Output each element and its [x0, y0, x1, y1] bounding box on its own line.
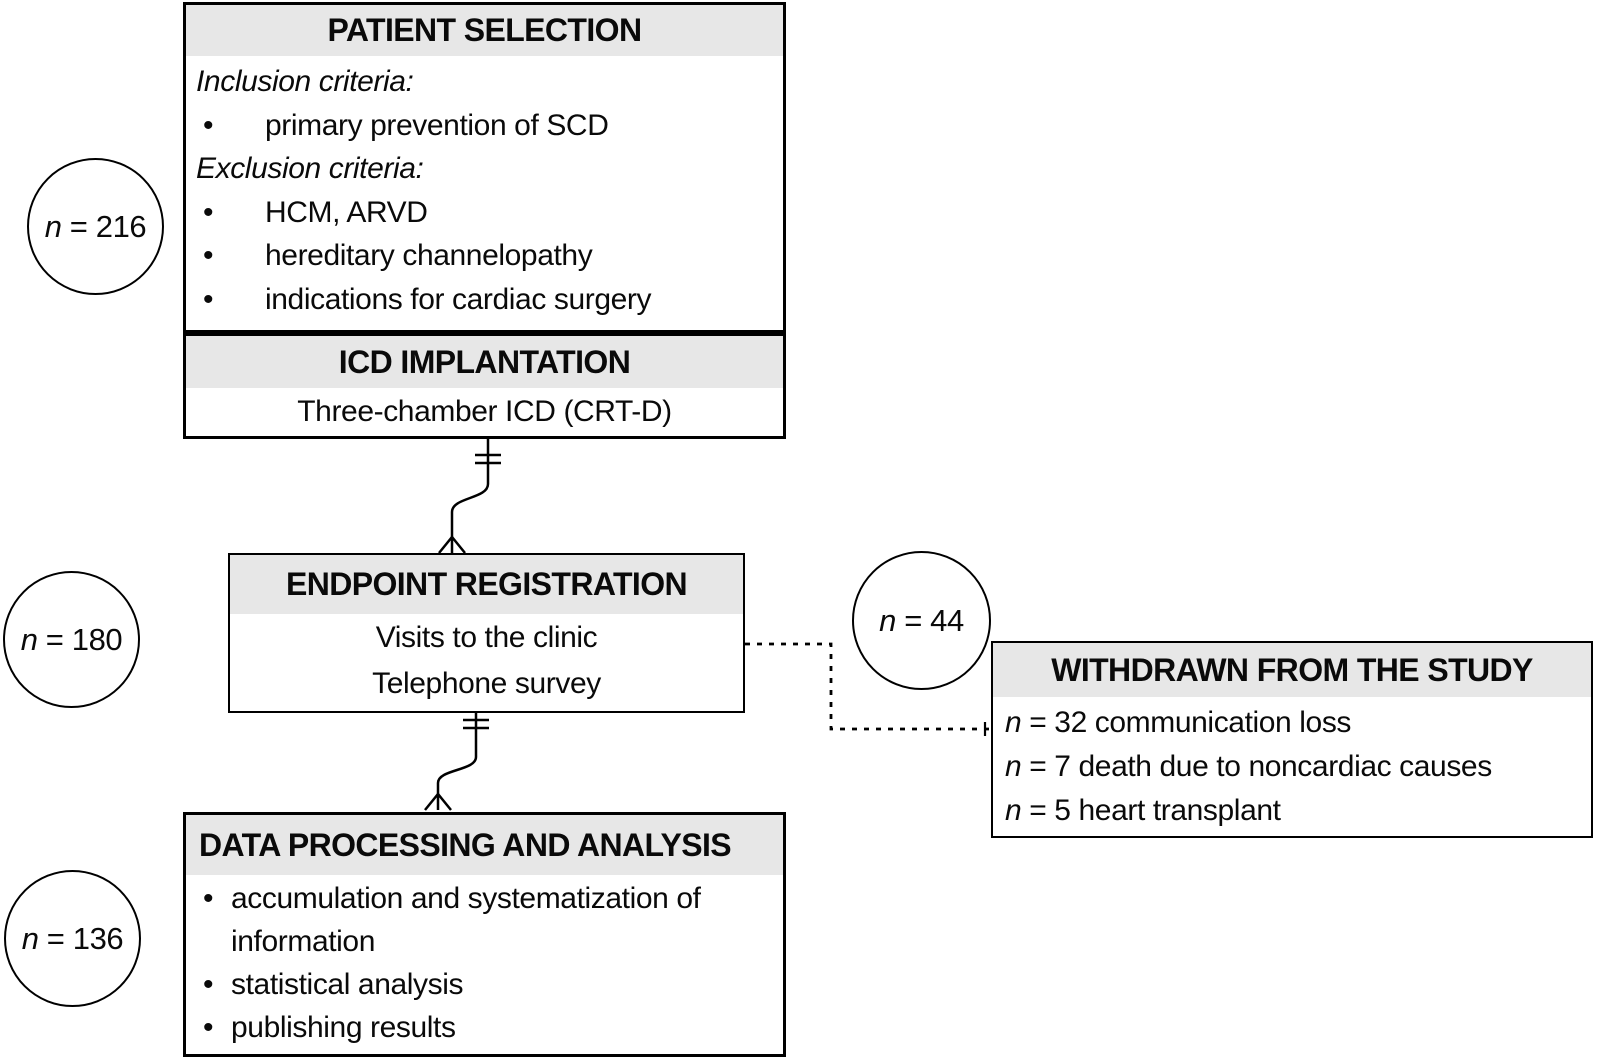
n-variable: n — [21, 920, 39, 956]
bullet-icon: • — [203, 195, 214, 229]
inclusion-item: primary prevention of SCD — [265, 108, 609, 142]
n-variable: n — [1005, 794, 1022, 827]
count-value: = 180 — [37, 621, 123, 657]
data-processing-header: DATA PROCESSING AND ANALYSIS — [186, 815, 783, 875]
withdrawn-header: WITHDRAWN FROM THE STUDY — [993, 643, 1591, 697]
double-tick-icon — [463, 718, 489, 730]
inclusion-criteria-label: Inclusion criteria: — [196, 65, 414, 98]
list-item: • primary prevention of SCD — [186, 104, 783, 148]
n-variable: n — [1005, 706, 1022, 739]
bullet-icon: • — [203, 882, 214, 915]
withdrawn-box: WITHDRAWN FROM THE STUDY n = 32 communic… — [991, 641, 1593, 838]
exclusion-item: hereditary channelopathy — [265, 239, 593, 272]
data-processing-box: DATA PROCESSING AND ANALYSIS • accumulat… — [183, 812, 786, 1057]
icd-implantation-body: Three-chamber ICD (CRT-D) — [297, 395, 672, 428]
n-variable: n — [1005, 750, 1022, 783]
patient-selection-body: Inclusion criteria: • primary prevention… — [186, 56, 783, 321]
crow-foot-icon — [438, 535, 466, 554]
n-variable: n — [879, 602, 897, 638]
bullet-icon: • — [203, 1011, 214, 1044]
n-variable: n — [44, 208, 62, 244]
data-processing-body: • accumulation and systematization of in… — [186, 875, 783, 1049]
endpoint-registration-header: ENDPOINT REGISTRATION — [230, 555, 743, 614]
bullet-icon: • — [203, 968, 214, 1001]
withdrawn-body: n = 32 communication loss n = 7 death du… — [993, 697, 1591, 833]
list-item: • accumulation and systematization of in… — [186, 877, 783, 963]
connector-endpoint-to-data — [424, 713, 489, 811]
bullet-icon: • — [203, 108, 214, 142]
endpoint-registration-body: Visits to the clinic Telephone survey — [230, 614, 743, 707]
analysis-step: accumulation and systematization of info… — [231, 882, 701, 958]
n-variable: n — [20, 621, 38, 657]
connector-endpoint-to-withdrawn — [745, 642, 991, 736]
analysis-step: publishing results — [231, 1011, 456, 1044]
connector-icd-to-endpoint — [438, 439, 501, 554]
endpoint-line: Telephone survey — [372, 667, 601, 700]
list-item: • HCM, ARVD — [186, 191, 783, 235]
count-circle-enrolled: n = 216 — [27, 158, 164, 295]
withdrawn-line: n = 5 heart transplant — [1005, 789, 1583, 833]
bullet-icon: • — [203, 282, 214, 316]
icd-implantation-header: ICD IMPLANTATION — [186, 336, 783, 388]
icd-implantation-box: ICD IMPLANTATION Three-chamber ICD (CRT-… — [183, 333, 786, 439]
endpoint-line: Visits to the clinic — [375, 621, 598, 654]
list-item: • statistical analysis — [186, 963, 783, 1006]
withdrawn-reason: = 5 heart transplant — [1021, 794, 1281, 827]
count-value: = 136 — [38, 920, 124, 956]
double-tick-icon — [475, 453, 501, 465]
withdrawn-line: n = 32 communication loss — [1005, 701, 1583, 745]
exclusion-criteria-label: Exclusion criteria: — [196, 152, 424, 185]
count-circle-analyzed: n = 136 — [4, 870, 141, 1007]
exclusion-item: HCM, ARVD — [265, 195, 428, 229]
list-item: • hereditary channelopathy — [186, 234, 783, 278]
list-item: • indications for cardiac surgery — [186, 278, 783, 322]
endpoint-registration-box: ENDPOINT REGISTRATION Visits to the clin… — [228, 553, 745, 713]
withdrawn-reason: = 7 death due to noncardiac causes — [1021, 750, 1492, 783]
count-value: = 44 — [896, 602, 964, 638]
withdrawn-line: n = 7 death due to noncardiac causes — [1005, 745, 1583, 789]
withdrawn-reason: = 32 communication loss — [1021, 706, 1352, 739]
count-circle-withdrawn: n = 44 — [852, 551, 991, 690]
patient-selection-box: PATIENT SELECTION Inclusion criteria: • … — [183, 2, 786, 333]
count-circle-followed: n = 180 — [3, 571, 140, 708]
analysis-step: statistical analysis — [231, 968, 464, 1001]
count-value: = 216 — [61, 208, 147, 244]
crow-foot-icon — [424, 792, 452, 811]
list-item: • publishing results — [186, 1006, 783, 1049]
bullet-icon: • — [203, 239, 214, 272]
patient-selection-header: PATIENT SELECTION — [186, 5, 783, 56]
exclusion-item: indications for cardiac surgery — [265, 282, 652, 316]
